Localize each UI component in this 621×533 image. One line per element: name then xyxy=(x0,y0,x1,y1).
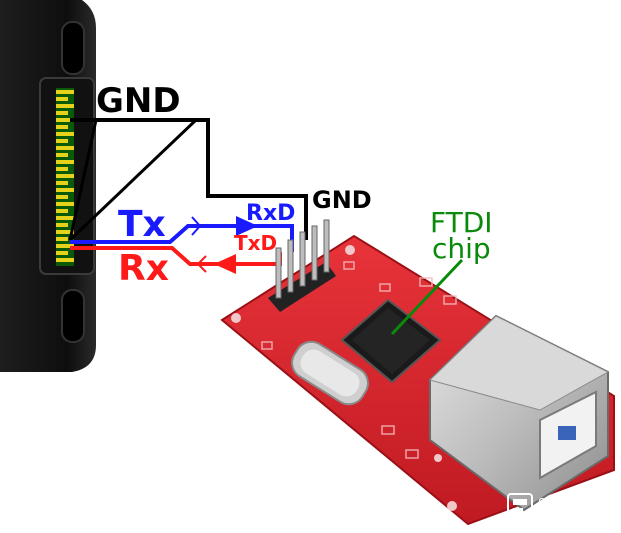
connector-pin xyxy=(56,104,74,108)
ftdi-label-line1: FTDI xyxy=(430,206,493,239)
connector-pin xyxy=(56,258,74,262)
connector-pin xyxy=(56,209,68,213)
connector-pin xyxy=(56,146,74,150)
gnd-wire xyxy=(68,118,308,242)
ftdi-chip xyxy=(340,298,442,384)
ftdi-label-line2: chip xyxy=(432,232,491,265)
watermark-line1: cnCalc.ORG xyxy=(538,494,609,508)
tx-label: Tx xyxy=(118,204,166,245)
rxd-label: RxD xyxy=(246,201,295,226)
tx-arrowhead xyxy=(236,216,258,236)
connector-pin xyxy=(56,223,68,227)
rx-label: Rx xyxy=(118,248,169,289)
watermark-line2: 计算器论坛 xyxy=(538,508,598,523)
connector-pin xyxy=(56,174,74,178)
connector-pin xyxy=(56,118,74,122)
gnd-right-label: GND xyxy=(312,186,372,214)
usb-b-connector xyxy=(429,314,610,512)
connector-pin xyxy=(56,195,68,199)
connector-pin xyxy=(56,237,68,241)
connector-pin xyxy=(56,216,74,220)
connector-pin xyxy=(56,153,68,157)
rx-arrowhead xyxy=(214,254,236,274)
connector-pin xyxy=(56,160,74,164)
gnd-left-label: GND xyxy=(96,81,181,121)
connector-pin xyxy=(56,244,74,248)
connector-pin xyxy=(56,125,68,129)
connector-pin xyxy=(56,167,68,171)
txd-label: TxD xyxy=(234,231,277,255)
connector-pin xyxy=(56,188,74,192)
ftdi-pointer-line xyxy=(390,258,464,336)
connector-pin xyxy=(56,202,74,206)
connector-pin xyxy=(56,139,68,143)
connector-pin xyxy=(56,251,68,255)
watermark: cnCalc.ORG 计算器论坛 xyxy=(507,493,609,523)
connector-pin xyxy=(56,111,68,115)
connector-pin xyxy=(56,90,74,94)
connector-pin xyxy=(56,132,74,136)
connector-pin xyxy=(56,97,68,101)
connector-pin xyxy=(56,230,74,234)
device-connector xyxy=(56,88,74,266)
header-pins xyxy=(268,219,336,312)
tx-wire xyxy=(70,216,294,252)
connector-pin xyxy=(56,181,68,185)
